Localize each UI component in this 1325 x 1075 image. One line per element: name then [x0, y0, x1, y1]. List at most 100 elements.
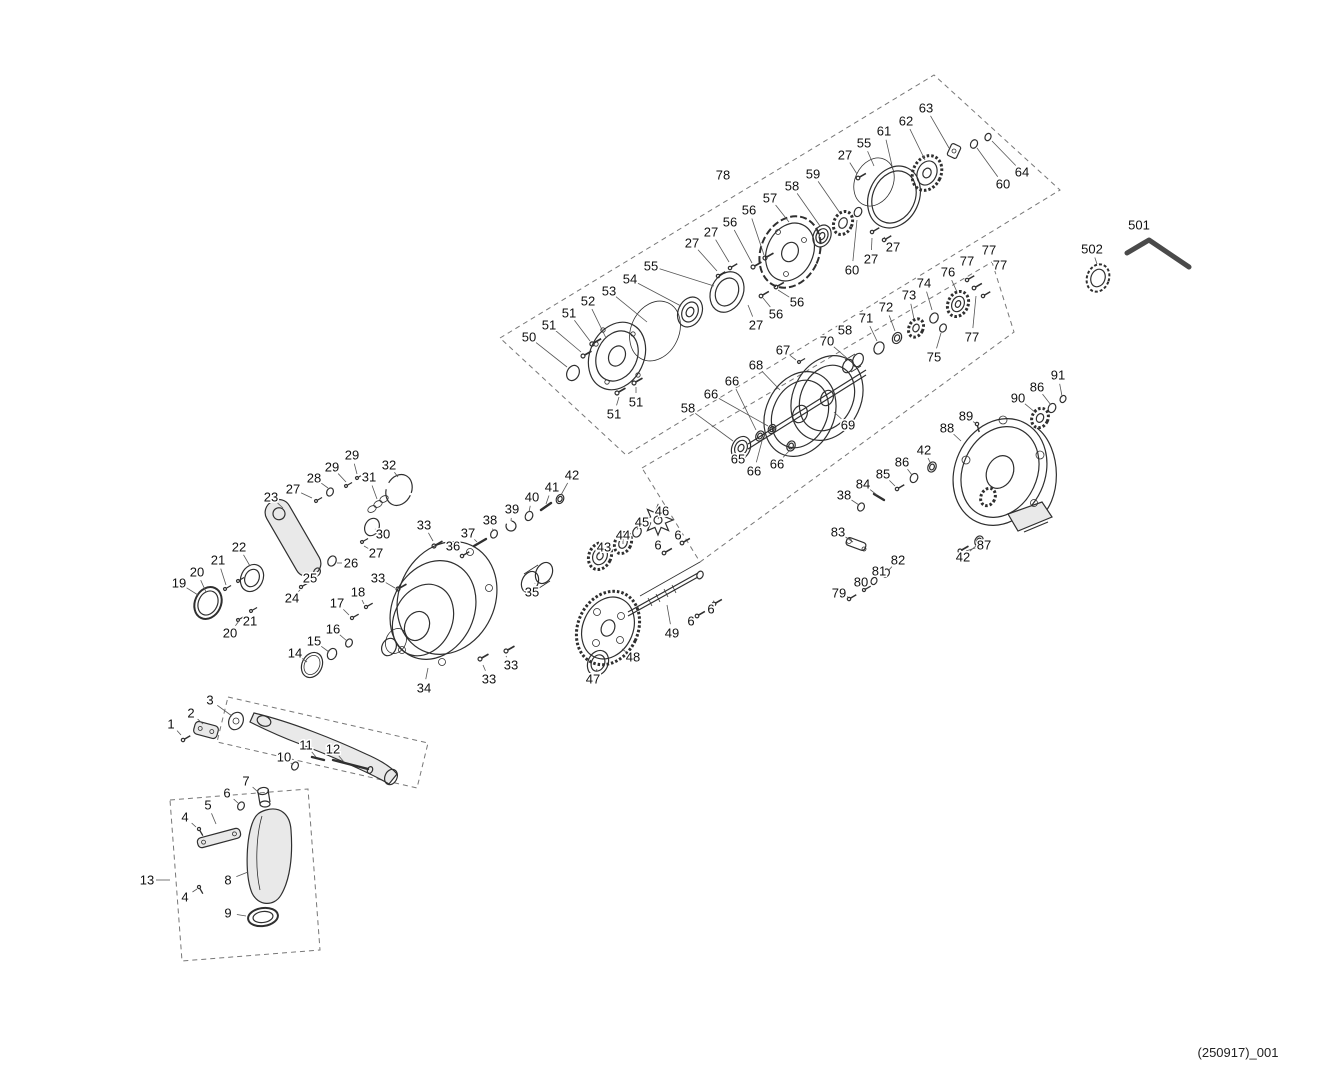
leader-line [298, 589, 301, 592]
leader-line [863, 587, 866, 591]
part-label-33: 33 [417, 518, 431, 533]
part-label-69: 69 [841, 418, 855, 433]
leader-line [301, 658, 308, 663]
part-label-17: 17 [330, 596, 344, 611]
leader-line [972, 421, 976, 424]
leader-line [712, 600, 715, 604]
leader-line [930, 115, 950, 149]
part-label-42: 42 [565, 468, 579, 483]
spool-shaft-assembly [727, 273, 992, 464]
part-label-48: 48 [626, 650, 640, 665]
shaft-group-outline [641, 261, 1015, 563]
leader-line [321, 645, 330, 653]
leader-line [321, 482, 329, 489]
part-label-72: 72 [879, 300, 893, 315]
part-label-8: 8 [224, 873, 231, 888]
part-label-56: 56 [723, 215, 737, 230]
leader-line [951, 280, 958, 293]
leader-line [394, 471, 399, 478]
part-label-84: 84 [856, 477, 870, 492]
leader-line [505, 655, 507, 658]
part-label-18: 18 [351, 585, 365, 600]
part-label-5: 5 [204, 798, 211, 813]
leader-line [733, 229, 753, 264]
handle-arm-group-outline [216, 696, 429, 789]
leader-line [361, 599, 365, 605]
part-label-51: 51 [562, 306, 576, 321]
part-label-49: 49 [665, 626, 679, 641]
leader-line [236, 914, 247, 917]
part-label-88: 88 [940, 421, 954, 436]
part-label-67: 67 [776, 343, 790, 358]
leader-line [591, 308, 607, 339]
leader-line [428, 532, 434, 542]
leader-line [300, 492, 313, 499]
part-label-89: 89 [959, 409, 973, 424]
leader-line [869, 489, 878, 496]
part-label-39: 39 [505, 502, 519, 517]
part-label-27: 27 [685, 236, 699, 251]
leader-line [697, 249, 718, 272]
part-label-13: 13 [140, 873, 154, 888]
part-label-26: 26 [344, 556, 358, 571]
leader-line [535, 342, 568, 368]
part-label-6: 6 [674, 528, 681, 543]
part-label-76: 76 [941, 265, 955, 280]
leader-line [887, 566, 893, 572]
leader-line [852, 219, 858, 262]
part-label-54: 54 [623, 272, 637, 287]
part-label-3: 3 [206, 693, 213, 708]
leader-line [636, 527, 639, 530]
part-label-21: 21 [211, 553, 225, 568]
group-outline-boxes [169, 74, 1061, 962]
part-label-44: 44 [616, 528, 630, 543]
leader-line [659, 268, 715, 287]
leader-line [666, 604, 671, 625]
part-label-38: 38 [837, 488, 851, 503]
leader-line [833, 411, 842, 420]
part-label-40: 40 [525, 490, 539, 505]
part-label-10: 10 [277, 750, 291, 765]
hex-wrench [1124, 237, 1192, 270]
leader-line [851, 499, 860, 506]
part-label-27: 27 [864, 252, 878, 267]
leader-line [545, 495, 550, 505]
part-label-6: 6 [707, 602, 714, 617]
part-label-91: 91 [1051, 368, 1065, 383]
part-label-77: 77 [982, 243, 996, 258]
tool-washer [1085, 263, 1111, 293]
leader-line [965, 547, 976, 552]
leader-line [910, 303, 915, 320]
part-label-65: 65 [731, 452, 745, 467]
part-label-79: 79 [832, 586, 846, 601]
leader-line [747, 304, 754, 317]
leader-line [936, 332, 942, 349]
leader-line [1094, 257, 1098, 265]
part-label-14: 14 [288, 646, 302, 661]
part-label-41: 41 [545, 480, 559, 495]
leader-line [889, 480, 896, 487]
leader-line [735, 388, 757, 431]
part-label-42: 42 [956, 550, 970, 565]
part-label-31: 31 [362, 470, 376, 485]
leader-line [762, 297, 771, 308]
leader-line [474, 539, 478, 543]
part-label-30: 30 [376, 527, 390, 542]
leader-line [243, 554, 251, 567]
part-label-59: 59 [806, 167, 820, 182]
part-label-35: 35 [525, 585, 539, 600]
part-label-57: 57 [763, 191, 777, 206]
leader-line [796, 193, 821, 227]
leader-line [337, 473, 347, 483]
part-label-55: 55 [857, 136, 871, 151]
leader-line [761, 371, 781, 391]
leader-line [715, 239, 730, 263]
part-label-15: 15 [307, 634, 321, 649]
part-label-27: 27 [749, 318, 763, 333]
leader-line [888, 315, 896, 332]
part-label-7: 7 [242, 774, 249, 789]
part-label-73: 73 [902, 288, 916, 303]
grip-group-outline [169, 788, 321, 962]
part-label-12: 12 [326, 742, 340, 757]
